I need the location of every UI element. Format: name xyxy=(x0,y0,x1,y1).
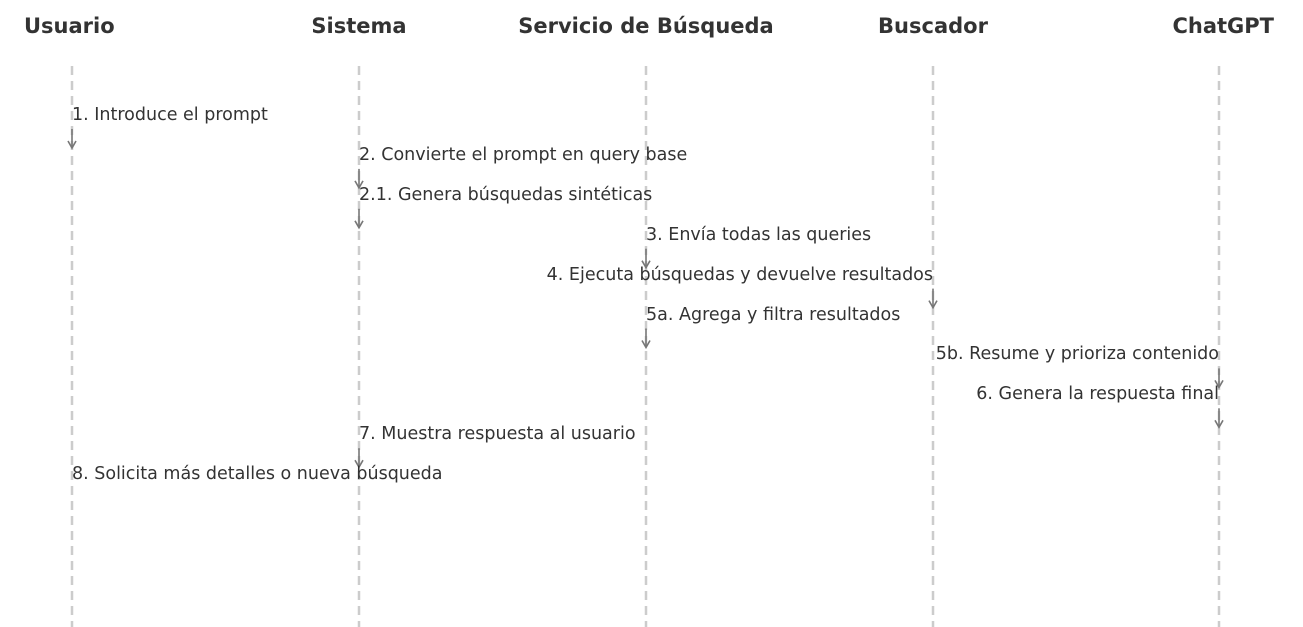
participant-header: Usuario xyxy=(24,14,115,38)
arrow-down-icon xyxy=(641,328,651,350)
step-label: 1. Introduce el prompt xyxy=(72,105,268,125)
step-label: 5a. Agrega y filtra resultados xyxy=(646,304,901,325)
step-label: 2.1. Genera búsquedas sintéticas xyxy=(359,184,653,205)
arrow-down-icon xyxy=(354,168,364,190)
arrow-down-icon xyxy=(1214,408,1224,429)
step-label: 4. Ejecuta búsquedas y devuelve resultad… xyxy=(546,264,933,285)
participant-header: Servicio de Búsqueda xyxy=(518,14,774,38)
step-label: 7. Muestra respuesta al usuario xyxy=(359,424,636,445)
step-label: 6. Genera la respuesta final xyxy=(976,384,1219,405)
participant-header: Sistema xyxy=(311,14,407,38)
arrow-down-icon xyxy=(354,208,364,230)
step-label: 5b. Resume y prioriza contenido xyxy=(935,344,1219,365)
arrow-down-icon xyxy=(928,288,938,310)
arrow-down-icon xyxy=(354,448,364,469)
step-label: 2. Convierte el prompt en query base xyxy=(359,144,688,165)
participant-header: ChatGPT xyxy=(1172,14,1274,38)
arrow-down-icon xyxy=(641,248,651,270)
participant-header: Buscador xyxy=(878,14,988,38)
step-label: 3. Envía todas las queries xyxy=(646,224,872,245)
step-label: 8. Solicita más detalles o nueva búsqued… xyxy=(72,464,443,485)
arrow-down-icon xyxy=(67,129,77,150)
arrow-down-icon xyxy=(1214,368,1224,390)
